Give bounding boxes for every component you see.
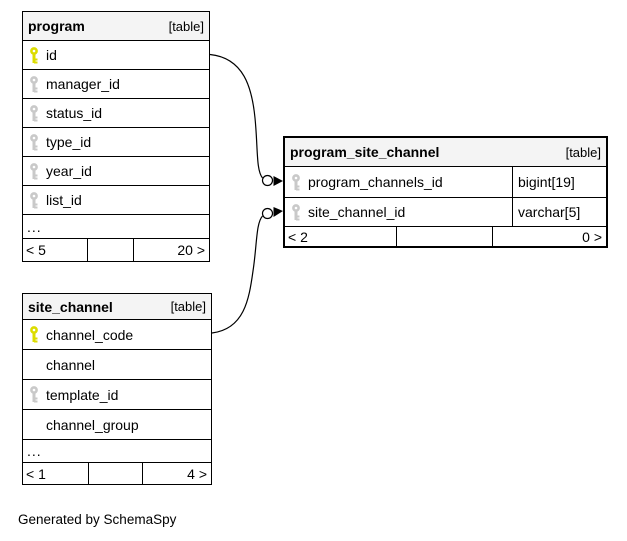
table-footer: < 5 20 > — [23, 239, 209, 261]
footer-left-count: < 5 — [23, 239, 88, 261]
table-name: site_channel — [28, 298, 113, 315]
relationship-line — [209, 53, 264, 179]
column-name: type_id — [46, 134, 92, 150]
footer-left-count: < 2 — [285, 227, 397, 246]
footer-right-count: 20 > — [177, 242, 205, 258]
foreign-key-icon — [29, 133, 39, 151]
open-circle-marker — [261, 207, 274, 220]
column-name: list_id — [46, 192, 82, 208]
foreign-key-icon — [29, 386, 39, 403]
table-header-site-channel[interactable]: site_channel [table] — [23, 294, 211, 320]
arrowhead-icon — [273, 176, 283, 186]
column-row-id: id — [23, 41, 209, 70]
column-type: bigint[19] — [512, 167, 606, 197]
column-row-channel-group: channel_group — [23, 410, 211, 440]
generator-note: Generated by SchemaSpy — [18, 512, 177, 527]
table-footer: < 2 0 > — [285, 227, 606, 246]
column-name: id — [46, 47, 57, 63]
key-icon-spacer — [29, 356, 39, 373]
column-row-status-id: status_id — [23, 99, 209, 128]
hidden-columns-ellipsis: ... — [23, 215, 209, 239]
foreign-key-icon — [291, 203, 301, 221]
table-type-badge: [table] — [565, 144, 601, 160]
footer-right-count: 4 > — [187, 465, 207, 482]
column-name: status_id — [46, 105, 103, 121]
table-header-program[interactable]: program [table] — [23, 12, 209, 41]
table-node-program-site-channel[interactable]: program_site_channel [table] program_cha… — [283, 136, 608, 248]
footer-center-cell — [89, 463, 143, 484]
column-name-cell: program_channels_id — [285, 167, 512, 197]
key-icon-spacer — [29, 416, 39, 433]
open-circle-marker — [261, 174, 274, 187]
table-footer: < 1 4 > — [23, 463, 211, 484]
foreign-key-icon — [29, 191, 39, 209]
table-type-badge: [table] — [170, 299, 206, 314]
foreign-key-icon — [29, 104, 39, 122]
column-name: channel_group — [46, 416, 139, 433]
footer-left-count: < 1 — [23, 463, 89, 484]
table-name: program — [28, 18, 85, 34]
table-node-site-channel[interactable]: site_channel [table] channel_code channe… — [22, 293, 212, 485]
relationship-site-channel-to-program-site-channel — [211, 207, 283, 334]
table-header-program-site-channel[interactable]: program_site_channel [table] — [285, 138, 606, 167]
column-name: template_id — [46, 386, 119, 403]
column-row-site-channel-id: site_channel_id varchar[5] — [285, 198, 606, 227]
table-node-program[interactable]: program [table] id manager_id status_id … — [22, 11, 210, 262]
column-row-manager-id: manager_id — [23, 70, 209, 99]
hidden-columns-ellipsis: ... — [23, 440, 211, 463]
column-row-program-channels-id: program_channels_id bigint[19] — [285, 167, 606, 198]
column-name: channel_code — [46, 326, 134, 343]
footer-center-cell — [88, 239, 134, 261]
column-row-template-id: template_id — [23, 380, 211, 410]
column-name: manager_id — [46, 76, 120, 92]
foreign-key-icon — [29, 75, 39, 93]
column-row-list-id: list_id — [23, 186, 209, 215]
column-name: channel — [46, 356, 96, 373]
primary-key-icon — [29, 326, 39, 343]
relationship-line — [211, 215, 263, 334]
column-name: site_channel_id — [308, 204, 406, 220]
column-row-type-id: type_id — [23, 128, 209, 157]
relationship-program-to-program-site-channel — [209, 53, 283, 187]
column-name: year_id — [46, 163, 92, 179]
footer-right-count: 0 > — [582, 228, 602, 245]
table-type-badge: [table] — [168, 18, 204, 34]
primary-key-icon — [29, 46, 39, 64]
footer-center-cell — [397, 227, 493, 246]
foreign-key-icon — [29, 162, 39, 180]
column-row-year-id: year_id — [23, 157, 209, 186]
column-name: program_channels_id — [308, 174, 443, 190]
foreign-key-icon — [291, 173, 301, 191]
table-name: program_site_channel — [290, 144, 440, 160]
column-name-cell: site_channel_id — [285, 198, 512, 226]
column-row-channel-code: channel_code — [23, 320, 211, 350]
arrowhead-icon — [273, 207, 283, 217]
column-type: varchar[5] — [512, 198, 606, 226]
column-row-channel: channel — [23, 350, 211, 380]
